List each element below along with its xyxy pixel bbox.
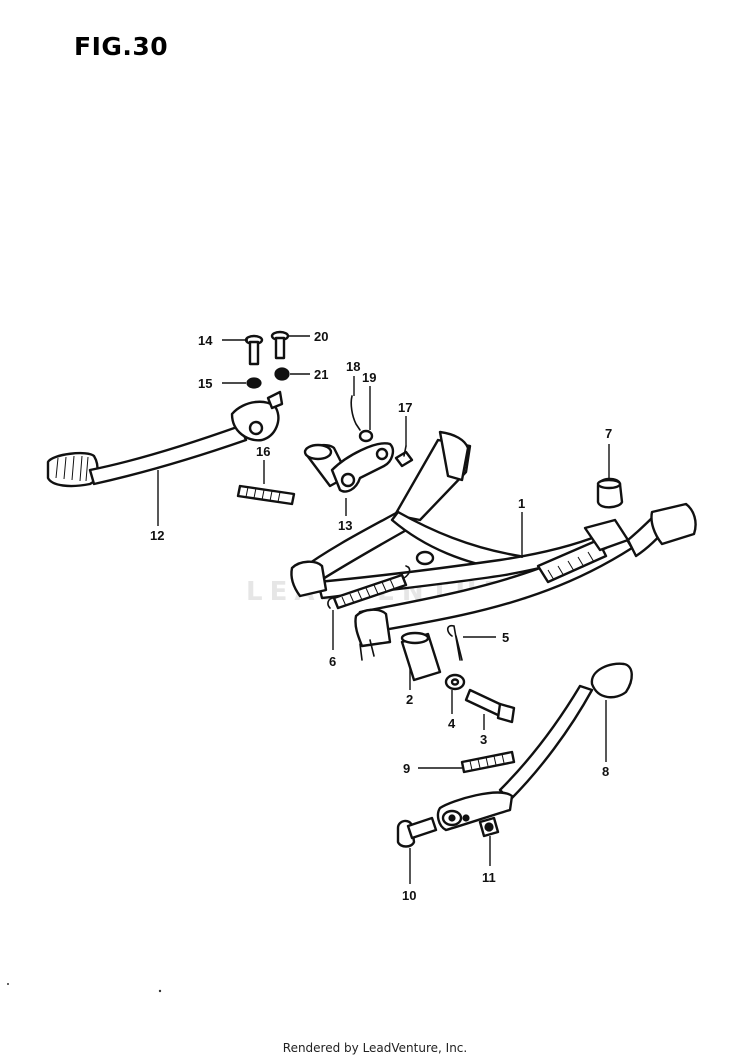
figure-title: FIG.30: [74, 32, 169, 61]
arm-pin: [350, 395, 361, 431]
callout-10: 10: [402, 888, 416, 903]
callout-17: 17: [398, 400, 412, 415]
callout-8: 8: [602, 764, 609, 779]
callout-6: 6: [329, 654, 336, 669]
pedal-bolt-2: [270, 330, 290, 360]
callout-4: 4: [448, 716, 456, 731]
pedal-return-spring: [236, 484, 296, 506]
leader-lines: [157, 335, 610, 884]
callout-1: 1: [518, 496, 525, 511]
arm-bolt: [394, 445, 414, 468]
scan-speck: [7, 983, 9, 985]
callout-13: 13: [338, 518, 352, 533]
side-stand-bolt: [396, 816, 438, 848]
arm-washer: [358, 429, 374, 443]
callout-11: 11: [482, 870, 496, 885]
callout-3: 3: [480, 732, 487, 747]
callout-7: 7: [605, 426, 612, 441]
pedal-nut: [246, 377, 262, 389]
callout-15: 15: [198, 376, 212, 391]
callout-2: 2: [406, 692, 413, 707]
pedal-nut-2: [274, 367, 290, 381]
callout-5: 5: [502, 630, 509, 645]
washer: [444, 673, 466, 691]
brake-shaft-arm: [303, 442, 395, 493]
brake-pedal: [46, 390, 284, 488]
stand-spring: [327, 565, 411, 610]
scan-speck: [158, 989, 162, 993]
side-stand-spring: [460, 750, 516, 774]
cotter-pin: [446, 624, 463, 661]
callout-19: 19: [362, 370, 376, 385]
pivot-sleeve: [400, 631, 442, 682]
side-stand-nut: [478, 816, 500, 838]
callout-9: 9: [403, 761, 410, 776]
callout-16: 16: [256, 444, 270, 459]
footer-credit: Rendered by LeadVenture, Inc.: [282, 1041, 468, 1055]
callout-14: 14: [198, 333, 213, 348]
callout-18: 18: [346, 359, 360, 374]
side-stand: [436, 662, 633, 832]
callout-20: 20: [314, 329, 328, 344]
pivot-bolt: [464, 688, 516, 724]
rubber-cap: [596, 477, 624, 509]
callout-12: 12: [150, 528, 164, 543]
callout-21: 21: [314, 367, 328, 382]
pedal-bolt: [244, 334, 264, 366]
